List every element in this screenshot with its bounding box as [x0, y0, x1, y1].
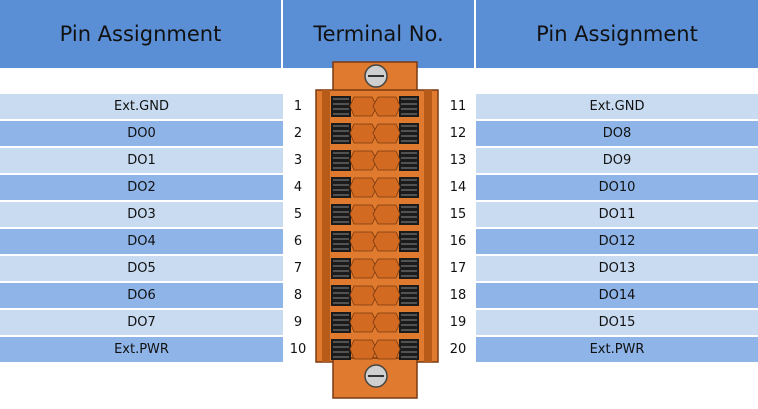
left-pin-number: 7 [293, 261, 303, 276]
left-pin-name: DO5 [0, 256, 283, 281]
right-pin-name: DO12 [476, 229, 758, 254]
left-pin-number: 8 [293, 288, 303, 303]
left-pin-number: 6 [293, 234, 303, 249]
left-pin-number: 2 [293, 126, 303, 141]
left-pin-name: Ext.PWR [0, 337, 283, 362]
right-pin-name: DO13 [476, 256, 758, 281]
right-pin-name: Ext.GND [476, 94, 758, 119]
right-pin-number: 14 [449, 180, 467, 195]
left-pin-name: DO7 [0, 310, 283, 335]
right-pin-number: 17 [449, 261, 467, 276]
pin-row: DO5 7 17 DO13 [0, 256, 758, 281]
right-pin-name: DO10 [476, 175, 758, 200]
left-pin-number: 4 [293, 180, 303, 195]
right-pin-number: 13 [449, 153, 467, 168]
left-pin-name: DO2 [0, 175, 283, 200]
left-pin-number: 10 [289, 342, 307, 357]
header-pin-assignment-right: Pin Assignment [476, 0, 758, 68]
pin-row: DO4 6 16 DO12 [0, 229, 758, 254]
left-pin-name: Ext.GND [0, 94, 283, 119]
screw-icon [364, 64, 388, 88]
right-pin-name: Ext.PWR [476, 337, 758, 362]
left-pin-number: 1 [293, 99, 303, 114]
left-pin-number: 3 [293, 153, 303, 168]
header-pin-assignment-left: Pin Assignment [0, 0, 283, 68]
left-pin-number: 9 [293, 315, 303, 330]
pin-row: DO0 2 12 DO8 [0, 121, 758, 146]
pin-row: DO2 4 14 DO10 [0, 175, 758, 200]
right-pin-number: 18 [449, 288, 467, 303]
pin-row: DO1 3 13 DO9 [0, 148, 758, 173]
pin-row: DO6 8 18 DO14 [0, 283, 758, 308]
pin-row: DO3 5 15 DO11 [0, 202, 758, 227]
right-pin-number: 12 [449, 126, 467, 141]
right-pin-number: 19 [449, 315, 467, 330]
pin-row: Ext.PWR 10 20 Ext.PWR [0, 337, 758, 362]
right-pin-name: DO14 [476, 283, 758, 308]
left-pin-number: 5 [293, 207, 303, 222]
left-pin-name: DO6 [0, 283, 283, 308]
right-pin-name: DO8 [476, 121, 758, 146]
right-pin-name: DO15 [476, 310, 758, 335]
left-pin-name: DO3 [0, 202, 283, 227]
header-terminal-no: Terminal No. [283, 0, 476, 68]
left-pin-name: DO4 [0, 229, 283, 254]
right-pin-number: 20 [449, 342, 467, 357]
right-pin-number: 16 [449, 234, 467, 249]
left-pin-name: DO0 [0, 121, 283, 146]
screw-icon [364, 364, 388, 388]
left-pin-name: DO1 [0, 148, 283, 173]
connector-bottom-tab [332, 357, 418, 399]
right-pin-name: DO11 [476, 202, 758, 227]
pin-row: DO7 9 19 DO15 [0, 310, 758, 335]
right-pin-number: 11 [449, 99, 467, 114]
right-pin-name: DO9 [476, 148, 758, 173]
right-pin-number: 15 [449, 207, 467, 222]
